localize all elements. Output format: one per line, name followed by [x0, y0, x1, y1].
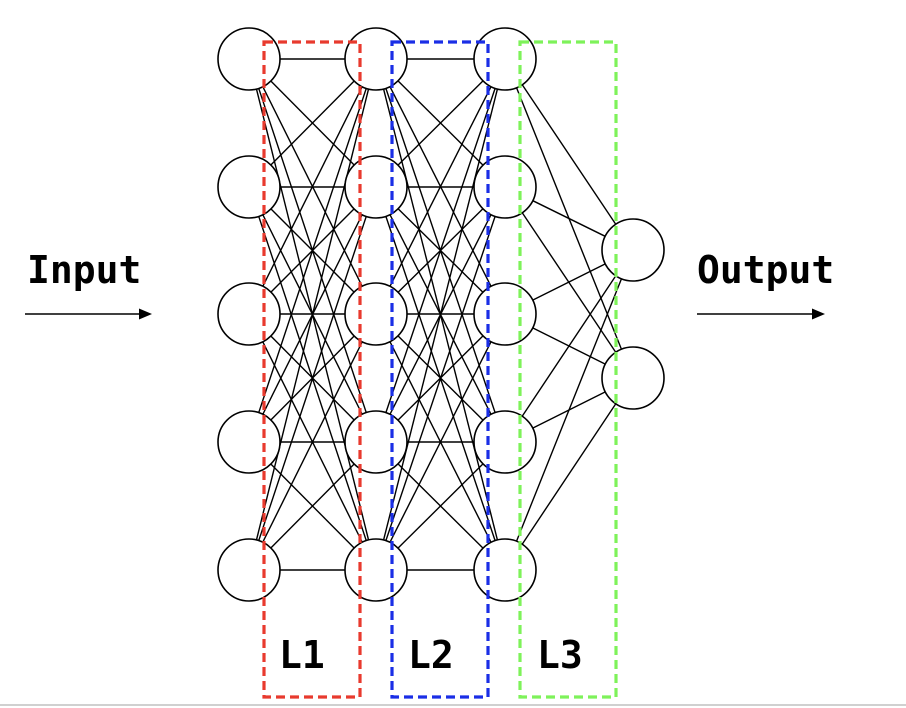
output-arrow-icon — [697, 308, 825, 320]
layer-label-l3: L3 — [537, 633, 583, 677]
connection-line — [382, 88, 499, 541]
neuron-node — [473, 282, 537, 346]
connection-line — [270, 463, 355, 549]
neuron-node — [217, 27, 281, 91]
neuron-node — [217, 538, 281, 602]
neuron-node — [217, 410, 281, 474]
neuron-node — [344, 538, 408, 602]
input-arrow-icon — [25, 308, 152, 320]
neuron-node — [344, 410, 408, 474]
layer-box-l2 — [390, 40, 490, 699]
connection-line — [532, 200, 606, 237]
connection-line — [255, 88, 370, 541]
neuron-node — [344, 282, 408, 346]
layer-box-l3 — [518, 40, 618, 699]
neuron-node — [344, 27, 408, 91]
connection-line — [385, 88, 496, 413]
connection-line — [389, 86, 492, 287]
neuron-node — [473, 410, 537, 474]
input-label: Input — [27, 248, 141, 292]
output-label: Output — [697, 248, 834, 292]
connection-line — [515, 278, 623, 542]
connection-line — [262, 86, 363, 287]
layer-label-l2: L2 — [408, 633, 454, 677]
neuron-node — [601, 218, 665, 282]
layer-boxes — [262, 40, 618, 699]
connections — [255, 58, 623, 571]
connection-line — [532, 263, 606, 301]
connection-line — [258, 216, 367, 541]
neuron-node — [601, 346, 665, 410]
connection-line — [521, 84, 617, 225]
connection-line — [397, 463, 484, 549]
neuron-node — [217, 155, 281, 219]
neuron-node — [473, 27, 537, 91]
bottom-divider — [0, 704, 906, 706]
neuron-node — [473, 538, 537, 602]
neuron-node — [344, 155, 408, 219]
connection-line — [258, 88, 367, 413]
neuron-node — [217, 282, 281, 346]
connection-line — [521, 275, 617, 417]
connection-line — [521, 403, 617, 545]
connection-line — [262, 341, 363, 543]
connection-line — [389, 341, 492, 543]
connection-line — [270, 80, 355, 166]
layer-label-l1: L1 — [279, 633, 325, 677]
connection-line — [385, 216, 496, 541]
layer-box-l1 — [262, 40, 362, 699]
neuron-node — [473, 155, 537, 219]
connection-line — [397, 80, 484, 166]
